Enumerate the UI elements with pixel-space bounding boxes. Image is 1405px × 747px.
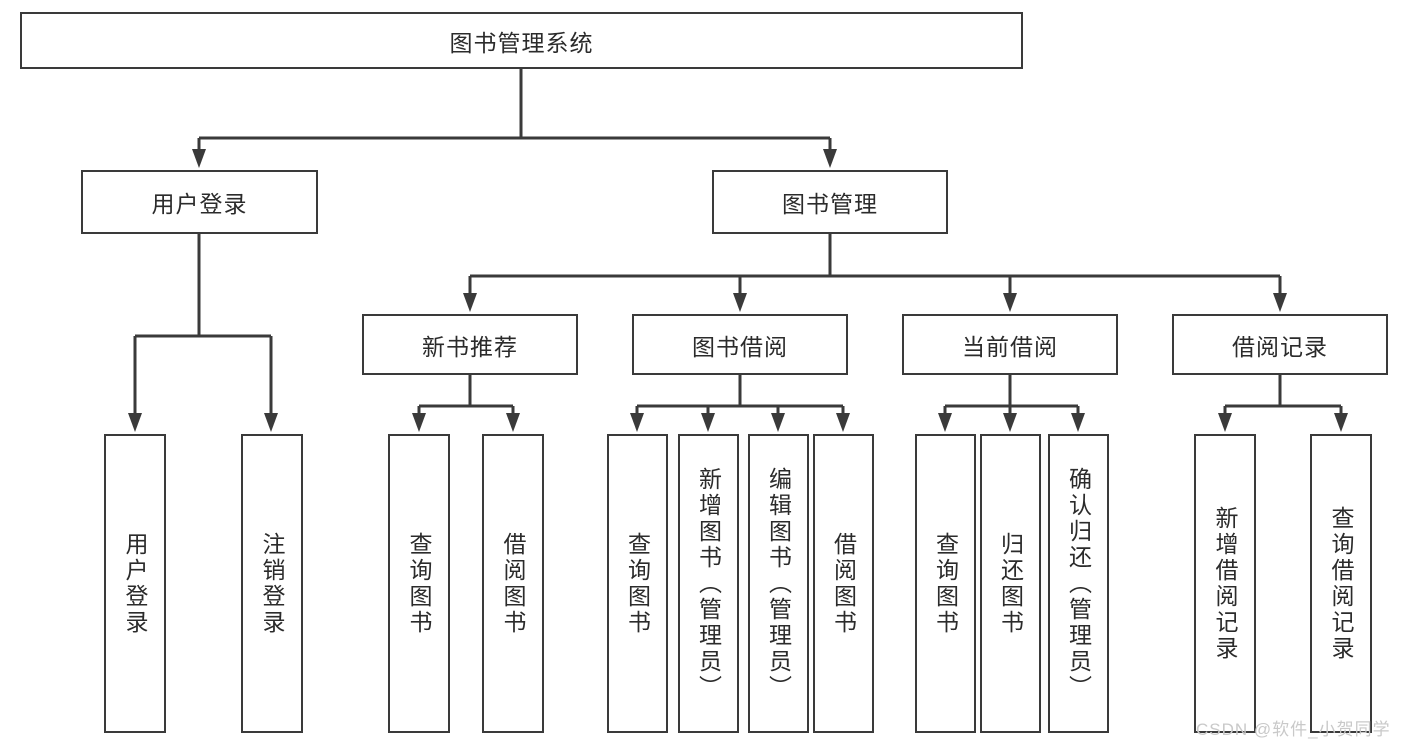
node-label: 查询图书 xyxy=(932,531,959,636)
node-leaf-borrow-book-1[interactable]: 借阅图书 xyxy=(482,434,544,733)
node-leaf-confirm-return-admin[interactable]: 确认归还（管理员） xyxy=(1048,434,1109,733)
node-label: 图书管理 xyxy=(782,191,878,217)
node-leaf-logout-login[interactable]: 注销登录 xyxy=(241,434,303,733)
node-label: 注销登录 xyxy=(259,531,286,636)
node-leaf-query-book-2[interactable]: 查询图书 xyxy=(607,434,668,733)
node-user-login[interactable]: 用户登录 xyxy=(81,170,318,234)
node-label: 新增图书（管理员） xyxy=(695,466,722,701)
node-label: 查询图书 xyxy=(406,531,433,636)
node-leaf-user-login[interactable]: 用户登录 xyxy=(104,434,166,733)
node-leaf-edit-book-admin[interactable]: 编辑图书（管理员） xyxy=(748,434,809,733)
node-label: 当前借阅 xyxy=(962,333,1058,360)
node-leaf-borrow-book-2[interactable]: 借阅图书 xyxy=(813,434,874,733)
node-label: 查询借阅记录 xyxy=(1328,505,1355,662)
node-borrow-record[interactable]: 借阅记录 xyxy=(1172,314,1388,375)
node-label: 借阅图书 xyxy=(500,531,527,636)
node-leaf-add-book-admin[interactable]: 新增图书（管理员） xyxy=(678,434,739,733)
node-label: 图书管理系统 xyxy=(449,29,594,56)
node-book-borrow[interactable]: 图书借阅 xyxy=(632,314,848,375)
node-label: 借阅图书 xyxy=(830,531,857,636)
watermark-csdn: CSDN @软件_小贺同学 xyxy=(1196,720,1391,739)
node-current-borrow[interactable]: 当前借阅 xyxy=(902,314,1118,375)
node-label: 借阅记录 xyxy=(1232,333,1328,360)
node-label: 用户登录 xyxy=(122,531,149,636)
node-leaf-query-book-1[interactable]: 查询图书 xyxy=(388,434,450,733)
node-label: 归还图书 xyxy=(997,531,1024,636)
node-new-book-recommend[interactable]: 新书推荐 xyxy=(362,314,578,375)
node-root-system[interactable]: 图书管理系统 xyxy=(20,12,1023,69)
node-leaf-add-borrow-record[interactable]: 新增借阅记录 xyxy=(1194,434,1256,733)
node-leaf-query-book-3[interactable]: 查询图书 xyxy=(915,434,976,733)
node-label: 编辑图书（管理员） xyxy=(765,466,792,701)
node-book-manage[interactable]: 图书管理 xyxy=(712,170,948,234)
node-leaf-query-borrow-record[interactable]: 查询借阅记录 xyxy=(1310,434,1372,733)
node-label: 新书推荐 xyxy=(422,333,518,360)
node-label: 图书借阅 xyxy=(692,333,788,360)
node-label: 查询图书 xyxy=(624,531,651,636)
node-leaf-return-book[interactable]: 归还图书 xyxy=(980,434,1041,733)
node-label: 确认归还（管理员） xyxy=(1065,466,1092,701)
node-label: 新增借阅记录 xyxy=(1212,505,1239,662)
node-label: 用户登录 xyxy=(151,191,248,217)
